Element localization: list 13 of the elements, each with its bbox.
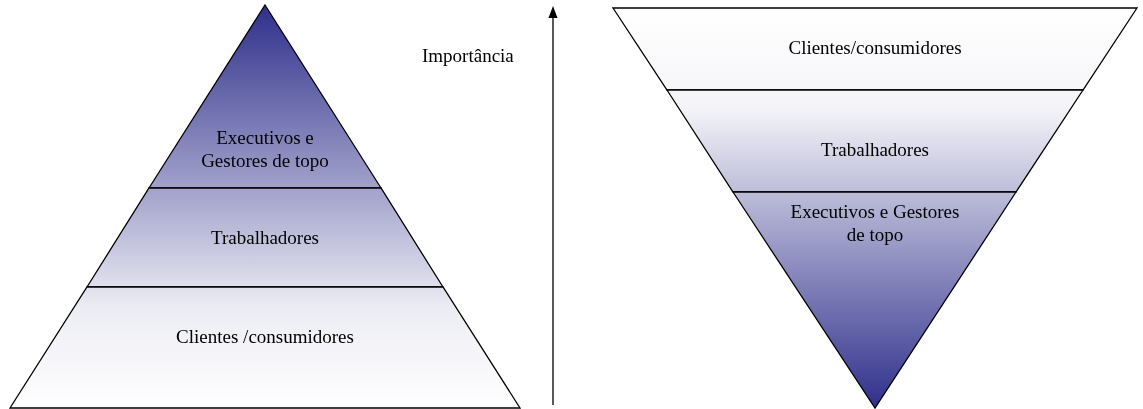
pyramid-level bbox=[667, 90, 1083, 192]
pyramid-level bbox=[149, 5, 381, 188]
level-label: Executivos e Gestores de topo bbox=[200, 126, 330, 172]
pyramid-level bbox=[87, 188, 443, 287]
axis-label: Importância bbox=[422, 44, 514, 67]
level-label: Clientes/consumidores bbox=[787, 36, 963, 59]
pyramid-level bbox=[10, 287, 520, 408]
level-label: Trabalhadores bbox=[820, 138, 930, 161]
level-label: Executivos e Gestores de topo bbox=[789, 200, 961, 246]
pyramid-level bbox=[733, 192, 1016, 408]
pyramid-level bbox=[613, 8, 1137, 90]
level-label: Clientes /consumidores bbox=[175, 325, 355, 348]
level-label: Trabalhadores bbox=[210, 226, 320, 249]
